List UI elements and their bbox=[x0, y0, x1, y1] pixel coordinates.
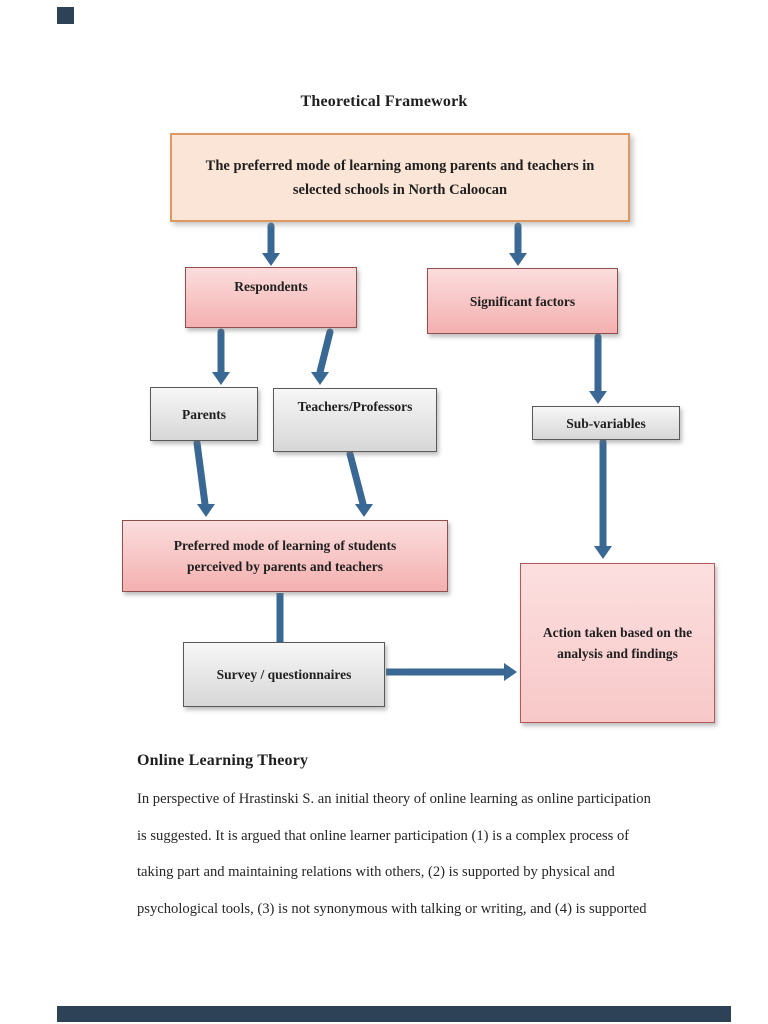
arrow-respondents-to-teachers bbox=[311, 328, 334, 385]
body-paragraph: In perspective of Hrastinski S. an initi… bbox=[137, 781, 697, 927]
node-main-line-2: selected schools in North Caloocan bbox=[292, 181, 508, 198]
node-parents-label: Parents bbox=[182, 406, 226, 422]
node-preferred-mode: Preferred mode of learning of students p… bbox=[122, 520, 448, 592]
node-main-line-1: The preferred mode of learning among par… bbox=[205, 157, 595, 174]
node-action-taken-line-1: Action taken based on the bbox=[542, 625, 693, 640]
node-respondents: Respondents bbox=[185, 267, 357, 328]
paragraph-line: psychological tools, (3) is not synonymo… bbox=[137, 900, 647, 917]
arrow-survey-to-action bbox=[386, 663, 517, 681]
arrow-main-to-significant-factors bbox=[509, 222, 527, 266]
paragraph-line: is suggested. It is argued that online l… bbox=[137, 827, 630, 844]
arrow-parents-to-preferred-mode bbox=[193, 439, 215, 517]
page-edge-corner bbox=[57, 7, 74, 24]
node-preferred-mode-line-1: Preferred mode of learning of students bbox=[173, 538, 397, 553]
page-title: Theoretical Framework bbox=[300, 93, 468, 110]
node-respondents-label: Respondents bbox=[234, 279, 308, 294]
node-action-taken-line-2: analysis and findings bbox=[557, 646, 678, 661]
page-edge-bottom-bar bbox=[57, 1006, 731, 1022]
node-significant-factors: Significant factors bbox=[427, 268, 618, 334]
node-survey-questionnaires-label: Survey / questionnaires bbox=[216, 667, 352, 682]
node-teachers-professors: Teachers/Professors bbox=[273, 388, 437, 452]
node-action-taken: Action taken based on the analysis and f… bbox=[520, 563, 715, 723]
section-heading: Online Learning Theory bbox=[137, 752, 309, 769]
paragraph-line: taking part and maintaining relations wi… bbox=[137, 864, 615, 881]
node-significant-factors-label: Significant factors bbox=[469, 293, 576, 309]
node-teachers-professors-label: Teachers/Professors bbox=[297, 398, 413, 414]
arrow-sub-variables-to-action bbox=[594, 438, 612, 559]
node-preferred-mode-line-2: perceived by parents and teachers bbox=[187, 559, 383, 574]
arrow-teachers-to-preferred-mode bbox=[346, 450, 373, 517]
paragraph-line: In perspective of Hrastinski S. an initi… bbox=[137, 791, 651, 807]
node-sub-variables: Sub-variables bbox=[532, 406, 680, 440]
node-parents: Parents bbox=[150, 387, 258, 441]
node-main-topic: The preferred mode of learning among par… bbox=[170, 133, 630, 222]
arrow-significant-to-sub-variables bbox=[589, 333, 607, 404]
arrow-main-to-respondents bbox=[262, 222, 280, 266]
node-sub-variables-label: Sub-variables bbox=[566, 415, 646, 431]
arrow-respondents-to-parents bbox=[212, 328, 230, 385]
node-survey-questionnaires: Survey / questionnaires bbox=[183, 642, 385, 707]
